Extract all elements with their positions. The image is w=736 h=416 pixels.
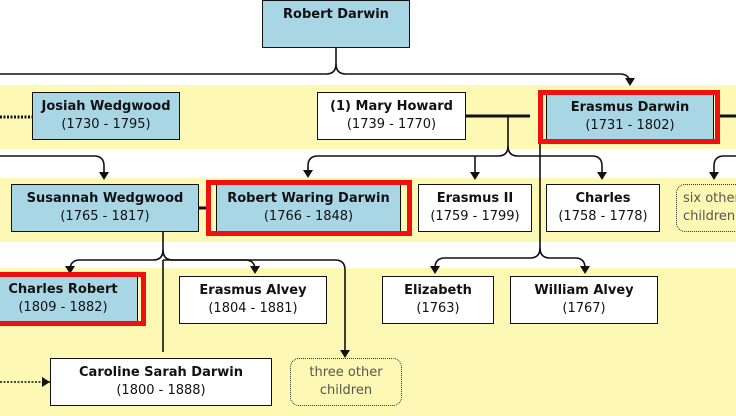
person-dates: (1759 - 1799) (430, 209, 520, 224)
person-william-alvey[interactable]: William Alvey (1767) (510, 276, 658, 324)
three-other-children[interactable]: three other children (290, 358, 402, 406)
person-charles-robert[interactable]: Charles Robert (1809 - 1882) (0, 276, 138, 322)
person-dates: (1809 - 1882) (18, 300, 108, 315)
person-name: Erasmus Alvey (199, 283, 307, 298)
person-name: Elizabeth (404, 283, 472, 298)
person-name: Erasmus Darwin (570, 100, 690, 115)
person-dates: (1800 - 1888) (116, 383, 206, 398)
person-dates: (1766 - 1848) (263, 209, 354, 224)
person-dates: (1730 - 1795) (61, 117, 151, 132)
person-erasmus-ii[interactable]: Erasmus II (1759 - 1799) (418, 184, 532, 232)
person-mary-howard[interactable]: (1) Mary Howard (1739 - 1770) (317, 92, 466, 140)
person-name: Susannah Wedgwood (26, 191, 184, 206)
person-susannah-wedgwood[interactable]: Susannah Wedgwood (1765 - 1817) (11, 184, 199, 232)
person-name: Robert Waring Darwin (227, 191, 390, 206)
person-name: Erasmus II (436, 191, 514, 206)
person-name: Josiah Wedgwood (41, 99, 171, 114)
note-line: children (683, 209, 736, 224)
person-dates: (1763) (416, 301, 460, 316)
six-other-children[interactable]: six other children (676, 184, 736, 232)
person-dates: (1765 - 1817) (60, 209, 150, 224)
note-line: six other (683, 191, 736, 206)
person-name: (1) Mary Howard (330, 99, 453, 114)
person-dates: (1758 - 1778) (558, 209, 648, 224)
person-name: William Alvey (534, 283, 634, 298)
note-line: children (319, 383, 373, 398)
person-dates: (1767) (562, 301, 606, 316)
person-name: Caroline Sarah Darwin (79, 365, 243, 380)
person-dates: (1731 - 1802) (585, 118, 675, 133)
person-robert-waring-darwin[interactable]: Robert Waring Darwin (1766 - 1848) (216, 184, 401, 232)
person-erasmus-darwin[interactable]: Erasmus Darwin (1731 - 1802) (546, 94, 714, 140)
person-charles[interactable]: Charles (1758 - 1778) (546, 184, 660, 232)
person-dates: (1739 - 1770) (346, 117, 437, 132)
person-dates: (1804 - 1881) (208, 301, 298, 316)
person-name: Charles Robert (8, 282, 118, 297)
person-erasmus-alvey[interactable]: Erasmus Alvey (1804 - 1881) (179, 276, 327, 324)
person-robert-darwin[interactable]: Robert Darwin (262, 0, 410, 48)
person-name: Charles (575, 191, 631, 206)
person-josiah-wedgwood[interactable]: Josiah Wedgwood (1730 - 1795) (32, 92, 180, 140)
person-elizabeth[interactable]: Elizabeth (1763) (382, 276, 494, 324)
note-line: three other (309, 365, 383, 380)
person-name: Robert Darwin (283, 7, 389, 22)
person-caroline-sarah-darwin[interactable]: Caroline Sarah Darwin (1800 - 1888) (50, 358, 272, 406)
